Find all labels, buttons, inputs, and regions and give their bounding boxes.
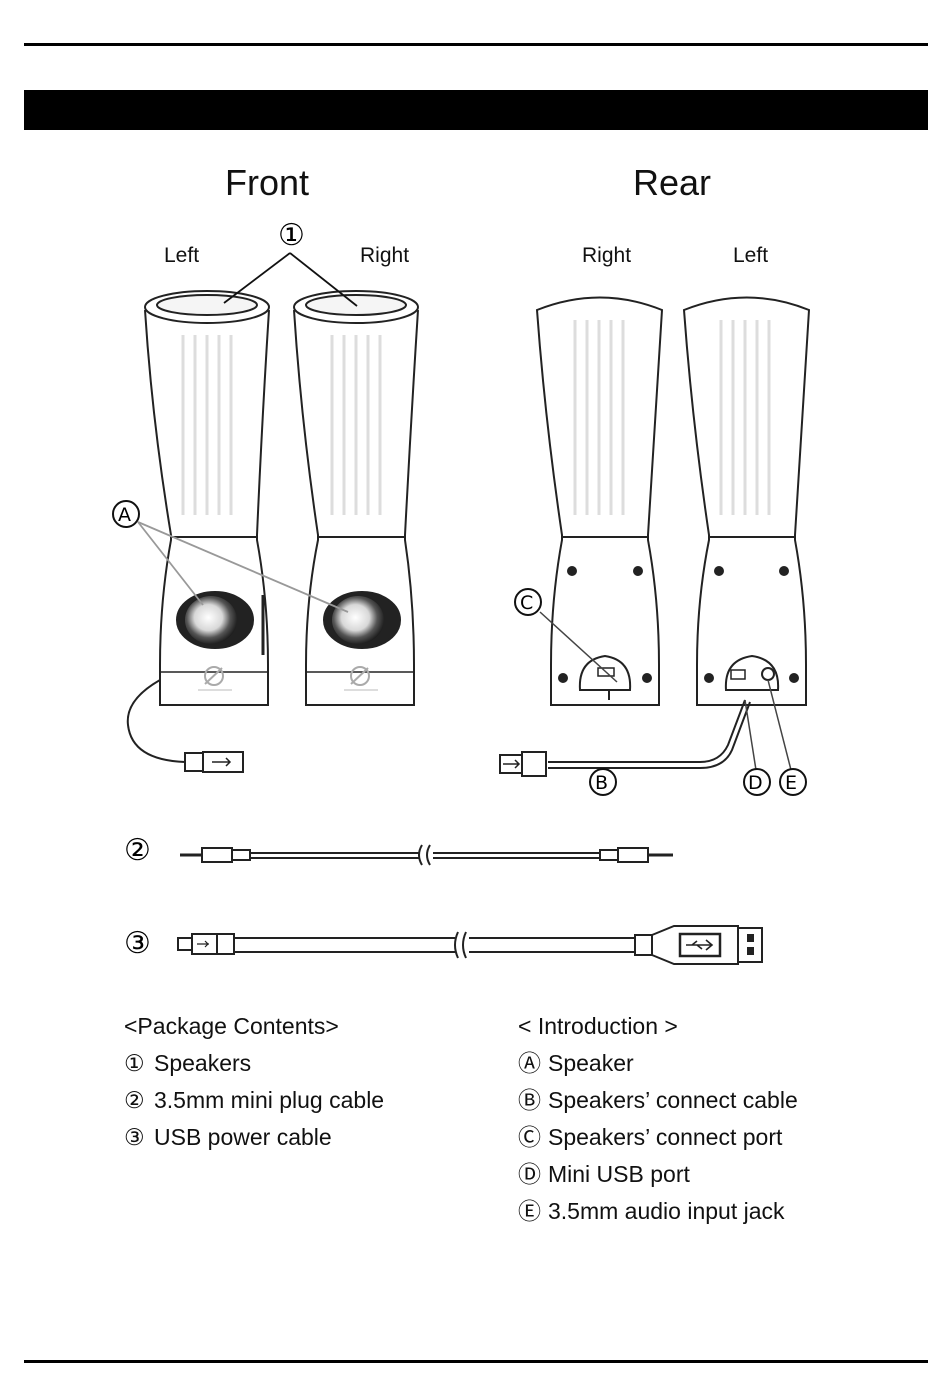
callout-2: ② — [124, 833, 151, 868]
callout-a-letter: A — [118, 504, 131, 526]
callout-b: B — [590, 769, 616, 795]
rear-right-speaker — [537, 298, 662, 706]
callout-c: C — [515, 589, 541, 615]
front-usb-cable — [128, 680, 243, 772]
package-title: <Package Contents> — [124, 1008, 384, 1045]
rear-left-speaker — [684, 298, 809, 706]
usb-power-cable — [178, 926, 762, 964]
speaker-illustration: ① A — [0, 0, 950, 1000]
front-right-speaker — [294, 291, 418, 705]
svg-text:E: E — [785, 772, 797, 794]
callout-a-leaders — [138, 522, 348, 612]
svg-text:D: D — [748, 772, 763, 794]
front-left-speaker — [145, 291, 269, 705]
bottom-rule — [24, 1360, 928, 1363]
intro-title: < Introduction > — [518, 1008, 798, 1045]
svg-text:C: C — [520, 592, 533, 614]
svg-text:B: B — [595, 772, 608, 794]
callout-d: D — [744, 769, 770, 795]
callout-e: E — [780, 769, 806, 795]
callout-1: ① — [278, 218, 305, 253]
audio-cable — [180, 845, 673, 865]
callout-3: ③ — [124, 926, 151, 961]
